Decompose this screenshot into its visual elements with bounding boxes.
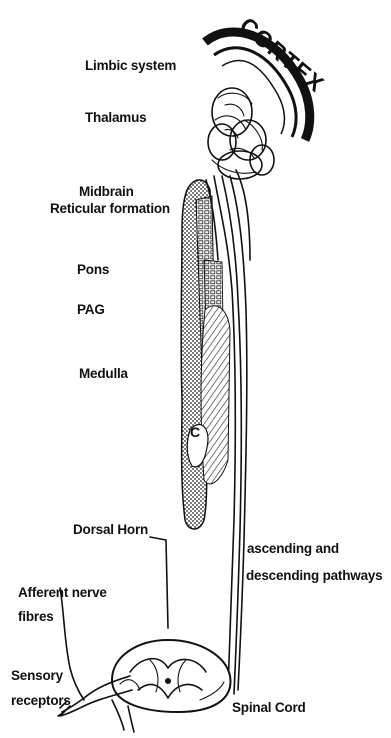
cortex-label: CORTEX bbox=[235, 12, 330, 97]
label-thalamus: Thalamus bbox=[85, 110, 146, 125]
label-afferent-line2: fibres bbox=[18, 609, 54, 624]
label-sensory-line2: receptors bbox=[11, 693, 71, 708]
label-reticular-formation: Reticular formation bbox=[50, 201, 170, 216]
label-pons: Pons bbox=[77, 262, 109, 277]
label-midbrain: Midbrain bbox=[79, 184, 134, 199]
label-medulla: Medulla bbox=[79, 366, 129, 381]
label-sensory-line1: Sensory bbox=[11, 668, 64, 683]
label-spinal-cord: Spinal Cord bbox=[232, 700, 306, 715]
label-pag: PAG bbox=[77, 302, 105, 317]
dorsal-horn-leader bbox=[150, 537, 168, 628]
label-dorsal-horn: Dorsal Horn bbox=[73, 522, 148, 537]
label-ascending-line1: ascending and bbox=[247, 541, 339, 556]
c-marker-icon: C bbox=[190, 424, 200, 440]
label-limbic-system: Limbic system bbox=[85, 58, 176, 73]
thalamus-cluster bbox=[208, 88, 274, 179]
label-ascending-line2: descending pathways bbox=[246, 568, 383, 583]
label-afferent-line1: Afferent nerve bbox=[18, 585, 107, 600]
